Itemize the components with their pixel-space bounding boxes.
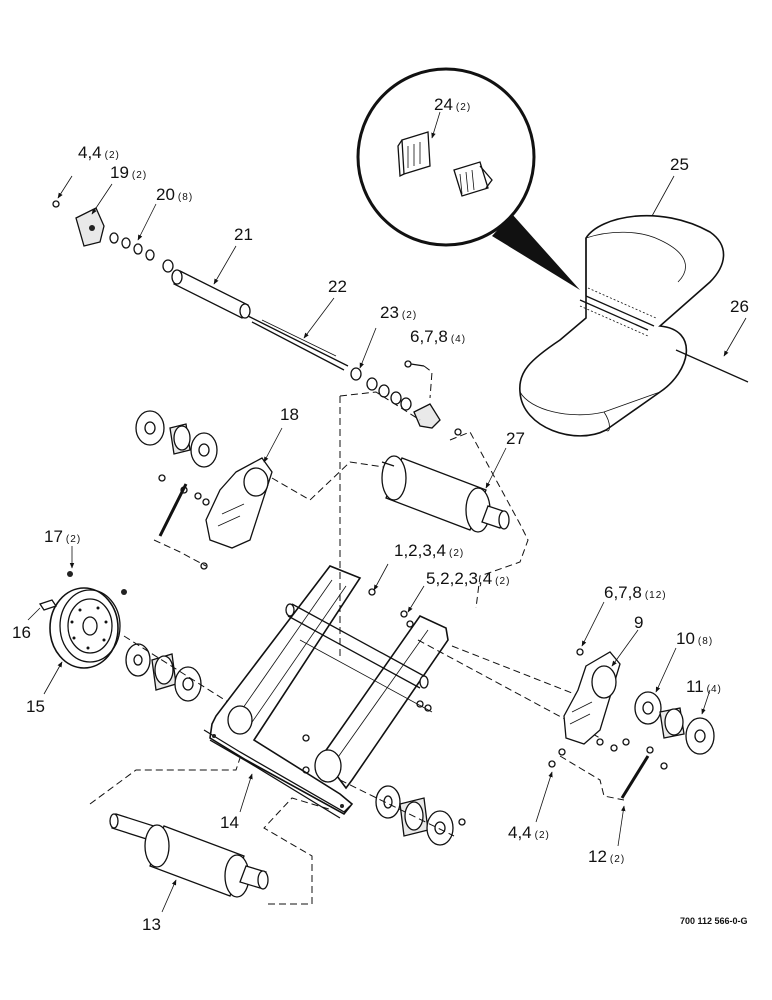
callout-20: 20(8) [156, 185, 193, 204]
callout-4-4-bottom: 4,4(2) [508, 823, 550, 842]
key-16 [38, 599, 58, 611]
left-upper-bearing-group [135, 410, 391, 570]
callout-18: 18 [280, 405, 299, 424]
magnifier-detail [356, 67, 580, 290]
callout-19: 19(2) [110, 163, 147, 182]
callout-4-4-top: 4,4(2) [78, 143, 120, 162]
callout-1-2-3-4: 1,2,3,4(2) [394, 541, 464, 560]
screw-4-top [52, 200, 60, 208]
leader-lines [27, 111, 747, 913]
bearing-plate-9 [563, 651, 621, 745]
lower-bearing-group [339, 779, 466, 846]
bearing-bracket-right [413, 403, 441, 429]
shaft-22 [247, 315, 349, 371]
conveyor-belt-25 [519, 214, 725, 437]
callout-13: 13 [142, 915, 161, 934]
callout-17: 17(2) [44, 527, 81, 546]
callout-11: 11(4) [686, 677, 722, 696]
right-bearing-group [548, 648, 715, 801]
callout-24: 24(2) [434, 95, 471, 114]
drawing-number: 700 112 566-0-G [680, 916, 748, 926]
callout-12: 12(2) [588, 847, 625, 866]
callout-14: 14 [220, 813, 239, 832]
drive-roller-13 [89, 757, 333, 905]
top-shaft-assembly [52, 200, 462, 436]
callout-5-2-2-3-4: 5,2,2,3,4(2) [426, 569, 510, 588]
tube-21 [171, 269, 251, 319]
callout-23: 23(2) [380, 303, 417, 322]
callout-27: 27 [506, 429, 525, 448]
washers-20 [109, 232, 174, 273]
callout-21: 21 [234, 225, 253, 244]
callout-6-7-8-top: 6,7,8(4) [410, 327, 466, 346]
pulley-assembly [38, 571, 229, 703]
callout-6-7-8-right: 6,7,8(12) [604, 583, 667, 602]
callout-16: 16 [12, 623, 31, 642]
callouts: 4,4(2) 19(2) 20(8) 21 22 23(2) 6,7,8(4) … [12, 95, 749, 934]
drive-roller-27 [381, 455, 510, 533]
callout-15: 15 [26, 697, 45, 716]
callout-9: 9 [634, 613, 643, 632]
belt-fastener-1 [397, 131, 431, 178]
belt-fastener-2 [453, 161, 493, 197]
callout-10: 10(8) [676, 629, 713, 648]
callout-25: 25 [670, 155, 689, 174]
callout-22: 22 [328, 277, 347, 296]
connector-pin-26 [675, 349, 749, 383]
washers-23 [350, 367, 412, 411]
callout-26: 26 [730, 297, 749, 316]
bolt-12 [620, 755, 650, 799]
setscrew-17 [67, 571, 73, 577]
